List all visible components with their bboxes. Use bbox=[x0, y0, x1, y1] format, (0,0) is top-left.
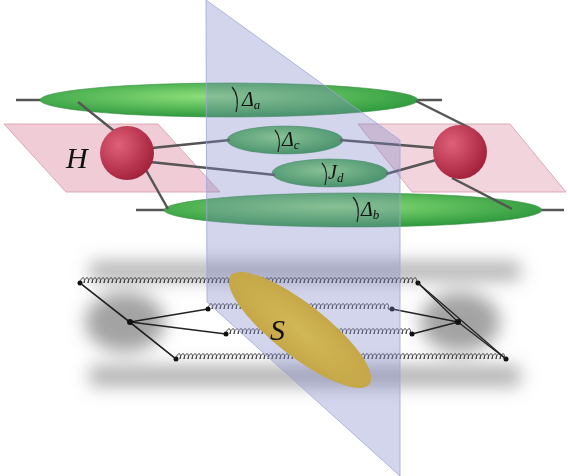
node-outline bbox=[40, 83, 418, 117]
coupling-lines bbox=[78, 101, 512, 209]
coupling-ellipse: Δb bbox=[164, 193, 542, 227]
coupling-ellipse: Jd bbox=[272, 159, 388, 187]
spin-sphere bbox=[433, 125, 487, 179]
node-label: Jd bbox=[328, 162, 343, 184]
cut-ellipse: S bbox=[212, 270, 388, 390]
node-label: H bbox=[66, 143, 88, 173]
spin-sphere bbox=[100, 126, 154, 180]
node-label: Δc bbox=[282, 129, 300, 151]
node-outline bbox=[4, 124, 220, 192]
coupling-ellipse: Δa bbox=[40, 83, 418, 117]
field-plate: H bbox=[4, 124, 220, 192]
plate bbox=[358, 124, 566, 192]
node-outline bbox=[212, 270, 388, 390]
node-label: Δa bbox=[242, 89, 260, 111]
node-outline bbox=[164, 193, 542, 227]
node-label: S bbox=[270, 315, 285, 345]
coupling-ellipse: Δc bbox=[227, 126, 343, 154]
angle-arc bbox=[232, 87, 358, 222]
cut-plane bbox=[206, 0, 400, 476]
node-label: Δb bbox=[361, 199, 379, 221]
